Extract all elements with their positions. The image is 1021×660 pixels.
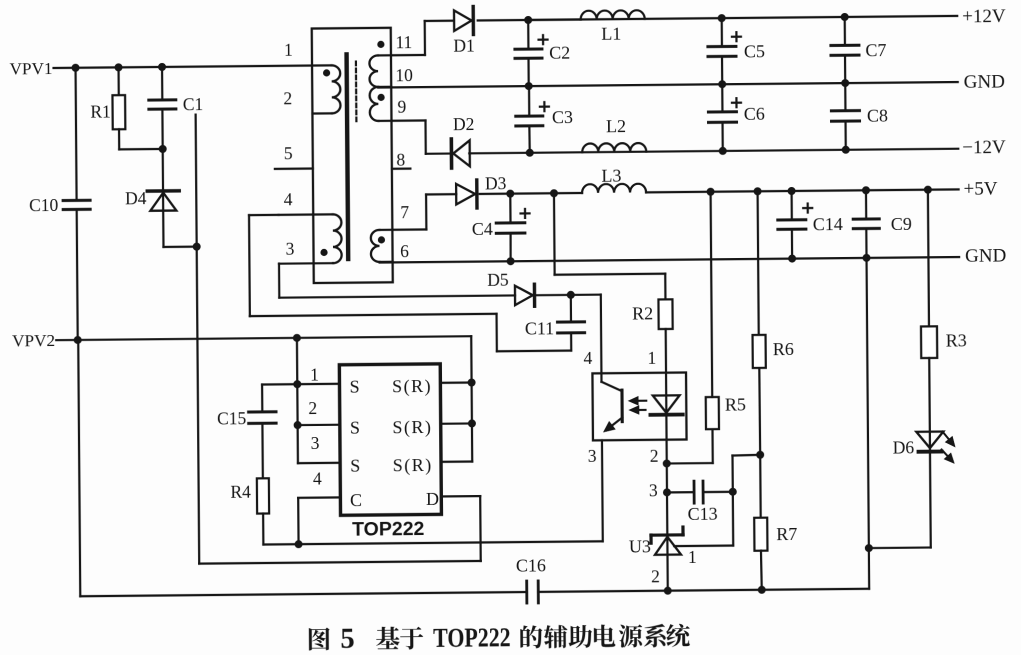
svg-text:C6: C6 bbox=[744, 104, 765, 124]
svg-text:9: 9 bbox=[397, 97, 406, 117]
svg-text:3: 3 bbox=[286, 239, 295, 259]
svg-text:C15: C15 bbox=[217, 408, 247, 428]
svg-text:4: 4 bbox=[313, 468, 322, 488]
svg-text:L3: L3 bbox=[601, 166, 621, 186]
svg-text:S: S bbox=[350, 377, 360, 397]
svg-text:S: S bbox=[350, 456, 360, 476]
svg-text:GND: GND bbox=[964, 71, 1005, 92]
svg-text:R7: R7 bbox=[776, 524, 797, 544]
svg-text:D3: D3 bbox=[485, 173, 507, 193]
svg-text:1: 1 bbox=[647, 348, 656, 368]
svg-text:D2: D2 bbox=[453, 114, 475, 134]
svg-text:C13: C13 bbox=[688, 504, 718, 524]
svg-text:C3: C3 bbox=[552, 107, 573, 127]
svg-text:R5: R5 bbox=[725, 394, 746, 414]
svg-text:D5: D5 bbox=[487, 270, 509, 290]
svg-text:L2: L2 bbox=[606, 116, 626, 136]
svg-text:R6: R6 bbox=[773, 339, 794, 359]
svg-text:C16: C16 bbox=[516, 555, 546, 575]
svg-text:3: 3 bbox=[588, 446, 597, 466]
svg-text:−12V: −12V bbox=[962, 137, 1006, 158]
svg-text:6: 6 bbox=[400, 241, 409, 261]
svg-text:D: D bbox=[426, 489, 439, 509]
svg-text:2: 2 bbox=[650, 446, 659, 466]
svg-text:S(R): S(R) bbox=[392, 376, 432, 397]
svg-text:VPV1: VPV1 bbox=[9, 59, 52, 78]
svg-text:C11: C11 bbox=[525, 318, 555, 338]
svg-text:8: 8 bbox=[396, 150, 405, 170]
svg-text:10: 10 bbox=[395, 65, 413, 85]
svg-text:4: 4 bbox=[284, 189, 293, 209]
svg-text:2: 2 bbox=[283, 88, 292, 108]
svg-text:R2: R2 bbox=[632, 303, 653, 323]
svg-text:C: C bbox=[350, 490, 362, 510]
svg-text:U3: U3 bbox=[629, 536, 651, 556]
svg-text:VPV2: VPV2 bbox=[12, 331, 55, 350]
svg-text:D1: D1 bbox=[453, 35, 475, 55]
svg-text:TOP222: TOP222 bbox=[352, 518, 425, 541]
svg-text:7: 7 bbox=[400, 202, 409, 222]
svg-text:2: 2 bbox=[651, 566, 660, 586]
svg-text:3: 3 bbox=[649, 480, 658, 500]
svg-text:C4: C4 bbox=[472, 219, 493, 239]
svg-text:1: 1 bbox=[284, 40, 293, 60]
svg-text:5: 5 bbox=[340, 624, 354, 655]
svg-text:2: 2 bbox=[308, 398, 317, 418]
svg-text:1: 1 bbox=[688, 547, 697, 567]
svg-text:C2: C2 bbox=[549, 43, 570, 63]
svg-text:3: 3 bbox=[311, 433, 320, 453]
svg-text:R1: R1 bbox=[90, 101, 111, 121]
svg-text:D4: D4 bbox=[125, 188, 147, 208]
svg-text:C5: C5 bbox=[744, 41, 765, 61]
svg-text:C14: C14 bbox=[813, 214, 843, 234]
svg-text:5: 5 bbox=[284, 143, 293, 163]
svg-text:D6: D6 bbox=[893, 437, 915, 457]
svg-text:+12V: +12V bbox=[962, 6, 1006, 27]
svg-text:C8: C8 bbox=[867, 106, 888, 126]
svg-text:S(R): S(R) bbox=[392, 417, 432, 438]
svg-text:C9: C9 bbox=[891, 214, 912, 234]
svg-text:R3: R3 bbox=[946, 330, 967, 350]
svg-text:S(R): S(R) bbox=[393, 455, 433, 476]
svg-text:1: 1 bbox=[310, 364, 319, 384]
svg-text:C1: C1 bbox=[183, 94, 204, 114]
svg-text:GND: GND bbox=[965, 245, 1006, 266]
svg-text:C10: C10 bbox=[29, 195, 59, 215]
svg-text:+5V: +5V bbox=[963, 178, 997, 199]
svg-text:C7: C7 bbox=[865, 40, 886, 60]
svg-text:11: 11 bbox=[395, 32, 412, 52]
svg-text:4: 4 bbox=[583, 348, 592, 368]
svg-text:TOP222: TOP222 bbox=[433, 621, 511, 653]
svg-text:R4: R4 bbox=[230, 482, 251, 502]
svg-text:L1: L1 bbox=[601, 24, 621, 44]
svg-text:S: S bbox=[350, 418, 360, 438]
